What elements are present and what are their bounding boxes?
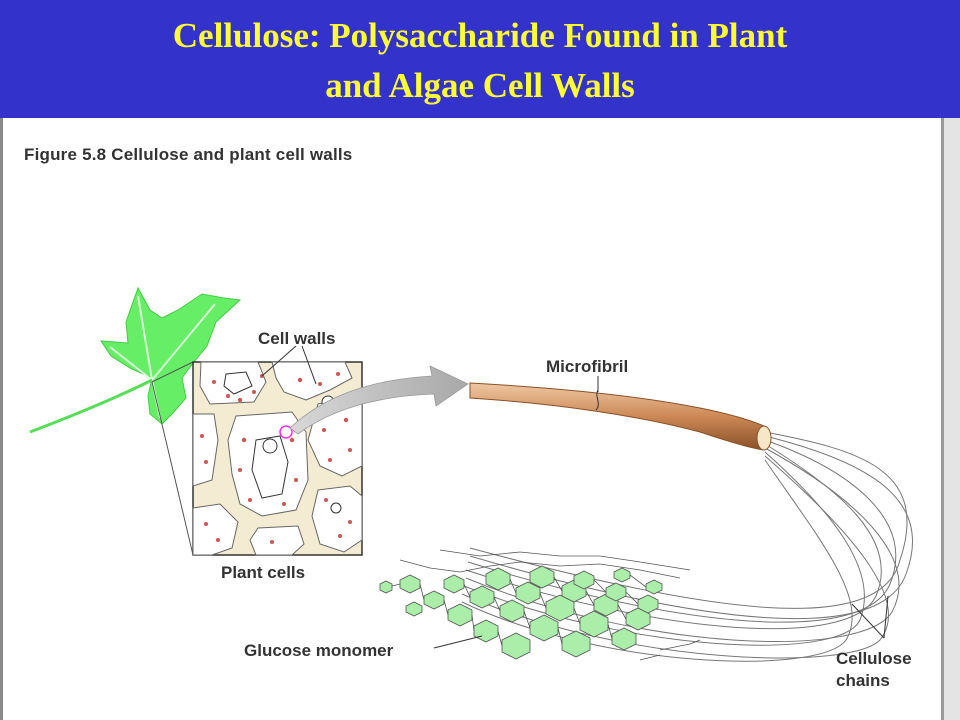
plant-cell (192, 413, 219, 487)
cell-wall-highlight-marker (279, 425, 293, 439)
plant-cell-nucleus (330, 502, 342, 514)
glucose-monomer (501, 632, 531, 660)
glucose-monomer (611, 627, 637, 651)
leaf-blade (100, 286, 242, 425)
plant-cells-panel (192, 361, 363, 556)
title-bar: Cellulose: Polysaccharide Found in Plant… (0, 0, 960, 118)
chloroplast (204, 460, 208, 464)
glucose-monomer (561, 630, 591, 658)
chloroplast (343, 417, 349, 423)
glucose-monomer (399, 574, 421, 594)
right-border (941, 118, 944, 720)
chloroplast (297, 377, 303, 383)
glucose-monomer (613, 567, 631, 583)
glucose-monomer (485, 567, 511, 591)
chloroplast (200, 434, 204, 438)
chloroplast (212, 380, 216, 384)
chloroplast (252, 390, 256, 394)
label-microfibril: Microfibril (546, 357, 628, 376)
glucose-monomer (515, 581, 541, 605)
callout-line-cell-walls (261, 345, 297, 377)
plant-cell (311, 485, 363, 553)
callout-line-cellulose-chains (851, 603, 885, 639)
chloroplast (328, 458, 332, 462)
left-border (0, 118, 3, 720)
chloroplast (204, 522, 208, 526)
chloroplast (216, 538, 220, 542)
glucose-monomer (473, 619, 499, 643)
chloroplast (324, 498, 328, 502)
glucose-monomer (645, 579, 663, 595)
chloroplast (338, 534, 342, 538)
microfibril-marker (595, 389, 599, 411)
zoom-line-bottom (151, 381, 194, 556)
glucose-monomer (573, 570, 595, 590)
glucose-monomer (529, 565, 555, 589)
chloroplast (248, 498, 252, 502)
slide-title-line-2: and Algae Cell Walls (325, 66, 635, 105)
chloroplast (282, 502, 286, 506)
plant-cell-vacuole (251, 435, 289, 499)
plant-cell-nucleus (262, 438, 278, 454)
glucose-monomer (443, 574, 465, 594)
label-plant-cells: Plant cells (221, 563, 305, 582)
zoom-line-top (151, 361, 194, 383)
leaf-stem (29, 378, 153, 434)
microfibril (469, 382, 772, 451)
glucose-monomer (637, 594, 659, 614)
glucose-monomer (405, 601, 423, 617)
microfibril-end (756, 425, 772, 451)
glucose-chain-links (391, 549, 701, 661)
glucose-monomer (579, 610, 609, 638)
chloroplast (237, 397, 243, 403)
chloroplast (294, 478, 298, 482)
chloroplast (318, 382, 322, 386)
chloroplast (238, 468, 242, 472)
glucose-monomer (545, 594, 575, 622)
figure-caption: Figure 5.8 Cellulose and plant cell wall… (24, 145, 353, 164)
microfibril-body (469, 382, 765, 451)
label-cellulose-chains-line-2: chains (836, 671, 890, 690)
label-cell-walls: Cell walls (258, 329, 335, 348)
chloroplast (322, 428, 326, 432)
callout-line-cellulose-chains (883, 595, 889, 639)
plant-cell (271, 361, 353, 401)
label-cellulose-chains-line-1: Cellulose (836, 649, 912, 668)
chloroplast (348, 448, 352, 452)
glucose-monomer (529, 614, 559, 642)
zoom-arrow (289, 365, 469, 435)
callout-line-cell-walls (301, 345, 317, 385)
callout-line-glucose (433, 635, 483, 649)
chloroplast (226, 394, 230, 398)
chloroplast (348, 520, 352, 524)
chloroplast (241, 437, 247, 443)
glucose-monomer (379, 580, 393, 594)
glucose-monomer (469, 585, 495, 609)
right-margin-shade (944, 118, 960, 720)
glucose-monomer (423, 590, 445, 610)
leaf-veins (109, 295, 216, 419)
glucose-monomer (605, 582, 627, 602)
chloroplast (270, 540, 274, 544)
glucose-chains (379, 565, 663, 660)
label-glucose-monomer: Glucose monomer (244, 641, 394, 660)
leaf-illustration (29, 286, 242, 434)
plant-cell-vacuole (223, 371, 253, 395)
glucose-monomer (499, 599, 525, 623)
chloroplast (289, 437, 295, 443)
glucose-monomer (447, 603, 473, 627)
plant-cell (192, 503, 239, 556)
chloroplast (336, 372, 340, 376)
plant-cell (249, 525, 305, 556)
slide-title-line-1: Cellulose: Polysaccharide Found in Plant (172, 16, 788, 55)
